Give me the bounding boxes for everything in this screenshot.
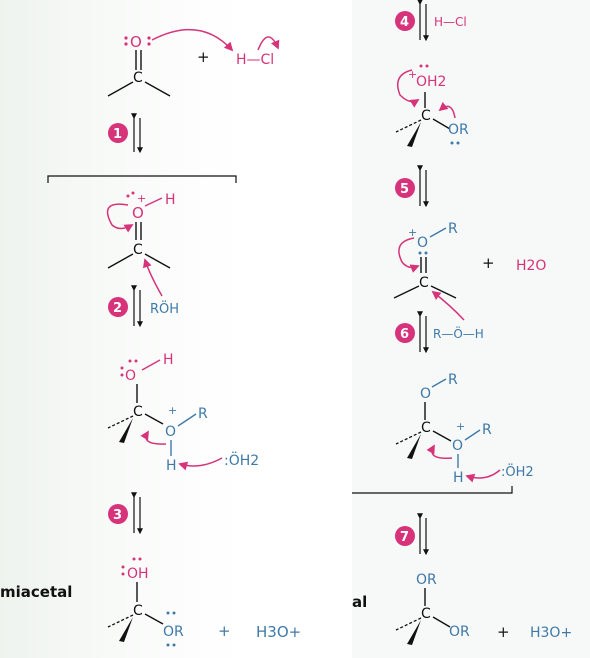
svg-text:R: R: [482, 422, 492, 438]
bracket: [47, 175, 237, 183]
middle-gap: [240, 0, 352, 658]
svg-text:O: O: [417, 235, 428, 251]
svg-text:7: 7: [400, 530, 409, 545]
svg-text:+: +: [408, 68, 417, 81]
hcl-reagent-right: H—Cl: [434, 15, 467, 29]
svg-text:C: C: [421, 606, 431, 622]
ketone-molecule: O C: [107, 28, 234, 97]
step-4: 4: [395, 0, 429, 42]
step-7: 7: [395, 513, 429, 556]
svg-text:O: O: [132, 204, 144, 222]
svg-text:O: O: [125, 368, 136, 384]
hydronium-left: H3O+: [256, 623, 301, 641]
right-panel: [352, 0, 590, 658]
svg-text:H: H: [453, 470, 464, 486]
hemiacetal: OH C OR: [107, 557, 184, 647]
svg-text:+: +: [497, 623, 510, 641]
oxonium-intermediate: O H C O + R H: [107, 352, 223, 474]
water-base-right: :ÖH2: [501, 463, 534, 480]
protonated-hemiacetal: + OH2 C OR: [395, 64, 469, 147]
roh-reagent: RÖH: [150, 300, 179, 317]
svg-text:1: 1: [113, 127, 122, 142]
svg-text:C: C: [421, 108, 431, 124]
svg-text:C: C: [421, 420, 431, 436]
water-product: H2O: [516, 258, 546, 274]
svg-text:OR: OR: [163, 624, 184, 640]
svg-text:R: R: [198, 406, 208, 422]
step-3: 3: [108, 492, 143, 535]
svg-text:O: O: [420, 386, 431, 402]
svg-text:+: +: [168, 404, 177, 417]
svg-text:5: 5: [400, 182, 409, 197]
svg-text:+: +: [137, 192, 146, 205]
svg-text:OR: OR: [448, 122, 469, 138]
svg-text:C: C: [133, 603, 143, 619]
svg-text:O: O: [452, 438, 463, 454]
ketone-carbon: C: [133, 70, 143, 86]
acetal-label: al: [352, 593, 367, 611]
svg-text:H: H: [166, 458, 177, 474]
svg-text:6: 6: [400, 327, 409, 342]
protonated-carbonyl: O + H C: [106, 191, 176, 297]
water-base-left: :ÖH2: [224, 451, 259, 469]
ketone-oxygen: O: [130, 33, 142, 51]
svg-text:+: +: [482, 254, 495, 272]
svg-text:R: R: [448, 221, 458, 237]
bracket-right: [352, 486, 513, 494]
hemiacetal-label: miacetal: [0, 583, 72, 601]
svg-text:O: O: [165, 424, 176, 440]
svg-text:+: +: [456, 420, 465, 433]
step-2: 2: [108, 285, 143, 328]
svg-text:C: C: [133, 404, 143, 420]
protonated-acetal: O R C O + R H: [395, 372, 501, 486]
svg-text:OR: OR: [416, 572, 437, 588]
roh-reagent-right: R—Ö—H: [433, 325, 484, 341]
svg-text:C: C: [419, 275, 429, 291]
oxocarbenium-ion: + O R C: [393, 221, 465, 321]
svg-text:2: 2: [113, 301, 122, 316]
svg-text:H: H: [163, 352, 174, 368]
svg-text:R: R: [448, 372, 458, 388]
svg-text:OH2: OH2: [416, 74, 446, 90]
step-5: 5: [395, 165, 429, 208]
left-panel: [0, 0, 240, 658]
svg-text:OR: OR: [449, 624, 470, 640]
svg-text:4: 4: [400, 15, 409, 30]
step-6: 6: [395, 311, 429, 354]
hcl-reagent: H—Cl: [236, 52, 274, 68]
svg-text:H: H: [165, 192, 176, 208]
plus-sign: +: [197, 48, 210, 66]
step-1: 1: [108, 113, 143, 154]
svg-text:+: +: [408, 226, 417, 239]
svg-text:+: +: [218, 622, 231, 640]
svg-text:C: C: [133, 242, 143, 258]
acetal: OR C OR: [395, 572, 470, 645]
hydronium-right: H3O+: [530, 625, 572, 641]
svg-text:OH: OH: [127, 566, 149, 582]
svg-text:3: 3: [113, 508, 122, 523]
